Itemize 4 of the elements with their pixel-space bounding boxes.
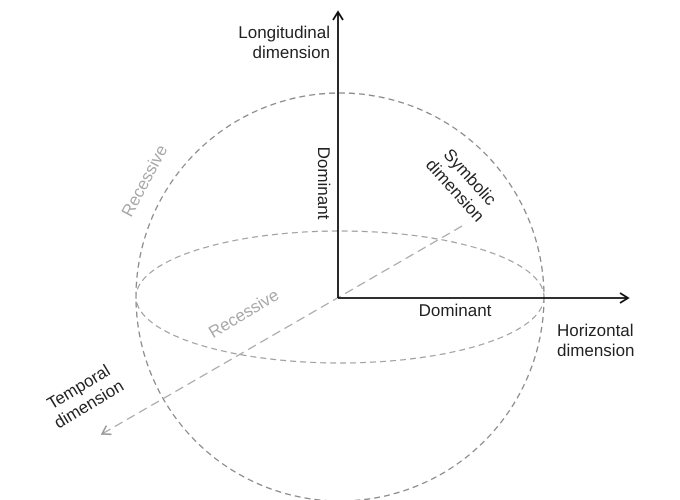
axis-label: Dominant: [418, 301, 492, 321]
axis-label: Longitudinal dimension: [237, 23, 330, 63]
axis-label: Horizontal dimension: [557, 321, 636, 361]
axis-label: Dominant: [313, 146, 333, 222]
